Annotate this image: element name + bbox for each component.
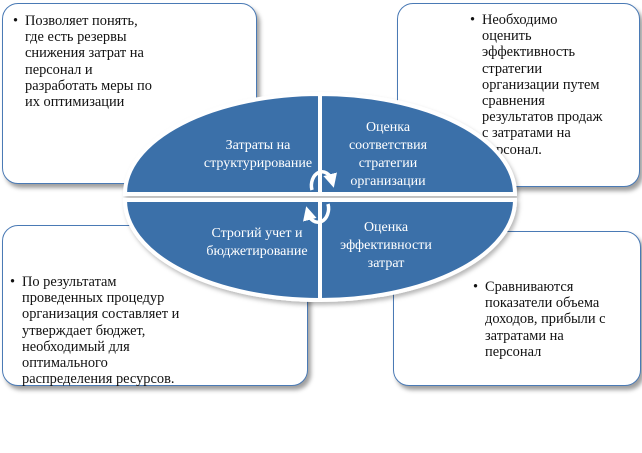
bullet-icon: • — [10, 274, 16, 290]
segment-label-line: стратегии — [359, 156, 418, 171]
note-line: снижения затрат на — [25, 45, 144, 62]
bullet-icon: • — [470, 12, 476, 28]
note-top-right-text: • Необходимо оценить эффективность страт… — [470, 12, 634, 158]
note-line: с затратами на — [482, 125, 571, 142]
note-line: их оптимизации — [25, 94, 125, 111]
note-line: оптимального — [22, 355, 108, 372]
segment-label-line: затрат — [368, 256, 405, 271]
segment-label-line: Строгий учет и — [211, 226, 303, 241]
note-line: разработать меры по — [25, 77, 152, 94]
note-line: организации путем — [482, 76, 600, 93]
cycle-arrows-icon — [303, 170, 337, 224]
segment-label-line: Оценка — [366, 120, 411, 135]
segment-label-line: Оценка — [364, 220, 409, 235]
note-line: персонал — [485, 343, 542, 360]
note-line: стратегии — [482, 60, 543, 77]
note-line: затратами на — [485, 327, 564, 344]
segment-label-line: эффективности — [340, 238, 432, 253]
note-line: утверждает бюджет, — [22, 322, 146, 339]
note-line: персонал и — [25, 61, 93, 78]
note-line: доходов, прибыли с — [485, 311, 606, 328]
note-line: Сравниваются — [485, 279, 574, 295]
note-line: Позволяет понять, — [25, 13, 138, 29]
segment-bottom-left — [122, 198, 322, 303]
note-line: распределения ресурсов. — [22, 371, 175, 388]
oval-segments — [122, 91, 518, 303]
note-line: результатов продаж — [482, 109, 603, 126]
segment-label-line: структурирование — [204, 156, 312, 171]
segment-top-right-label: Оценка соответствия стратегии организаци… — [349, 120, 428, 189]
segment-label-line: организации — [350, 174, 426, 189]
note-line: сравнения — [482, 93, 545, 110]
segment-bottom-right-label: Оценка эффективности затрат — [340, 220, 432, 271]
segment-label-line: бюджетирование — [206, 244, 307, 259]
segment-top-left — [122, 91, 322, 196]
note-line: оценить — [482, 28, 532, 45]
note-line: организация составляет и — [22, 306, 180, 323]
bullet-icon: • — [473, 279, 479, 295]
note-line: показатели объема — [485, 295, 600, 312]
segment-bottom-left-label: Строгий учет и бюджетирование — [206, 226, 307, 259]
segment-label-line: Затраты на — [226, 138, 292, 153]
segment-top-left-label: Затраты на структурирование — [204, 138, 312, 171]
note-line: где есть резервы — [25, 29, 127, 46]
note-line: Необходимо — [482, 12, 558, 28]
segment-top-right — [318, 91, 518, 196]
segment-label-line: соответствия — [349, 138, 428, 153]
note-bottom-left-text: • По результатам проведенных процедур ор… — [10, 274, 304, 388]
note-line: необходимый для — [22, 338, 130, 355]
note-line: эффективность — [482, 44, 576, 61]
note-line: проведенных процедур — [22, 290, 165, 307]
note-top-left: • Позволяет понять, где есть резервы сни… — [2, 3, 257, 184]
segment-bottom-right — [318, 198, 518, 303]
note-top-left-text: • Позволяет понять, где есть резервы сни… — [13, 13, 250, 111]
note-bottom-right-text: • Сравниваются показатели объема доходов… — [473, 279, 637, 360]
note-line: По результатам — [22, 274, 117, 290]
bullet-icon: • — [13, 13, 19, 29]
